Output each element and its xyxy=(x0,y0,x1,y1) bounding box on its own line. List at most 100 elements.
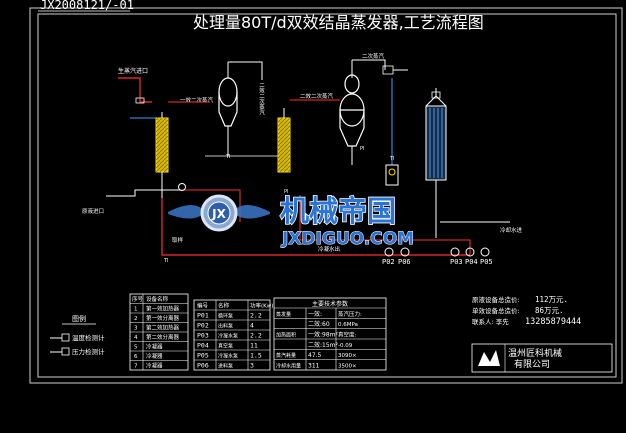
pump-p04-label: P04 xyxy=(465,258,478,266)
table-cell: 冷凝器 xyxy=(146,352,163,360)
summary-value: 86万元. xyxy=(535,306,564,315)
effect2-vapor-label: 二效二次蒸汽 xyxy=(258,82,265,115)
table-cell: 1 xyxy=(134,307,138,313)
steam-in-label: 生蒸汽进口 xyxy=(118,67,148,75)
watermark-bottom: JXDIGUO.COM xyxy=(281,229,414,249)
pump-p06-icon xyxy=(400,247,410,257)
table-cell: 47.5 xyxy=(308,352,322,359)
table-cell: 真空泵 xyxy=(218,343,233,350)
svg-text:TI: TI xyxy=(389,156,395,162)
equipment-table-header: 序号 xyxy=(132,295,144,303)
effect2-crystallizer xyxy=(339,109,365,147)
summary-value: 13285879444 xyxy=(525,317,581,327)
table-cell: 11 xyxy=(250,342,258,350)
legend: 图例 温度检测计 压力检测计 xyxy=(50,314,105,356)
company-sub: 有限公司 xyxy=(514,358,550,370)
condensate-tank xyxy=(385,164,399,186)
table-cell: 一效: xyxy=(308,310,322,318)
feed-in-label: 原液进口 xyxy=(82,207,104,215)
table-cell: 3500× xyxy=(338,364,357,370)
pump-table-header: 功率(Kw) xyxy=(250,302,273,310)
table-cell: 蒸汽耗量 xyxy=(276,352,296,359)
table-cell: 5 xyxy=(134,345,138,351)
cond-out-label: 冷凝水出 xyxy=(318,245,340,253)
table-cell: 加热面积 xyxy=(276,332,296,339)
table-cell: 出料泵 xyxy=(218,323,233,330)
summary-value: 112万元. xyxy=(535,295,568,304)
table-cell: 第二效加热器 xyxy=(146,324,180,332)
equipment-table-header: 设备名称 xyxy=(146,295,169,303)
svg-text:PI: PI xyxy=(360,146,365,152)
table-cell: 4 xyxy=(134,335,138,341)
legend-item-temp: 温度检测计 xyxy=(72,333,105,342)
table-cell: 冷却水用量 xyxy=(276,363,301,370)
pump-p06-label: P06 xyxy=(398,258,411,266)
spec-table-title: 主要技术参数 xyxy=(312,300,348,308)
table-cell: -0.09 xyxy=(338,343,353,349)
table-cell: 冷凝水泵 xyxy=(218,353,238,360)
table-cell: 蒸发量 xyxy=(276,311,291,318)
table-cell: 2.2 xyxy=(250,332,262,340)
pump-p05-icon xyxy=(480,247,490,257)
sample-label: 取样 xyxy=(172,236,184,244)
table-cell: 311 xyxy=(308,363,320,370)
table-cell: 6 xyxy=(134,354,138,360)
table-cell: 3090× xyxy=(338,353,357,359)
pump-table-header: 编号 xyxy=(197,302,209,310)
company-name: 温州匠科机械 xyxy=(508,347,562,359)
pump-p05-label: P05 xyxy=(480,258,493,266)
effect1-separator xyxy=(218,77,238,107)
effect2-separator-top xyxy=(344,74,360,94)
table-cell: 0.6MPa xyxy=(338,322,358,328)
pump-p03-label: P03 xyxy=(450,258,463,266)
table-cell: 7 xyxy=(134,364,138,370)
drawing-frame xyxy=(29,7,623,384)
pump-p03-icon xyxy=(450,247,460,257)
table-cell: 2.2 xyxy=(250,312,262,320)
steam-pipe xyxy=(118,77,152,103)
return-pipe xyxy=(161,198,470,256)
pump-p04-icon xyxy=(465,247,475,257)
legend-title: 图例 xyxy=(72,314,86,323)
vac-top-label: 二次蒸汽 xyxy=(362,52,385,60)
drawing-title: 处理量80T/d双效结晶蒸发器,工艺流程图 xyxy=(193,13,484,32)
company-logo-icon xyxy=(478,350,500,366)
table-cell: 第二效分离器 xyxy=(146,333,180,341)
table-cell: 3 xyxy=(250,362,254,370)
feed-pipe xyxy=(106,189,180,197)
pressure-gauge-icon xyxy=(61,347,70,356)
table-cell: 蒸汽压力: xyxy=(338,310,362,318)
table-cell: 二效:60 xyxy=(308,320,330,328)
table-cell: 二效:15m² xyxy=(308,341,339,349)
drawing-number: JX2008121/-01 xyxy=(40,0,134,12)
company-block: 温州匠科机械 有限公司 xyxy=(471,343,613,373)
table-cell: 一效:98m² xyxy=(308,331,339,339)
table-cell: 1.5 xyxy=(250,352,262,360)
table-cell: 第一效加热器 xyxy=(146,305,180,313)
table-cell: 进料泵 xyxy=(218,363,233,370)
surface-condenser xyxy=(425,105,447,181)
table-cell: 3 xyxy=(134,326,138,332)
table-cell: 第一效分离器 xyxy=(146,314,180,322)
pump-p02-icon xyxy=(384,247,394,257)
effect2-vapor-text: 二效二次蒸汽 xyxy=(300,92,334,100)
table-cell: 冷凝器 xyxy=(146,362,163,370)
svg-text:PI: PI xyxy=(284,189,289,195)
watermark: JX 机械帝国 JXDIGUO.COM xyxy=(168,193,415,250)
table-cell: P06 xyxy=(197,362,209,370)
watermark-badge: JX xyxy=(211,207,226,221)
cool-water-label: 冷却水进 xyxy=(500,226,523,234)
summary-label: 联系人: 李先 xyxy=(472,317,509,326)
table-cell: 冷凝水泵 xyxy=(218,333,238,340)
svg-text:TI: TI xyxy=(225,154,231,160)
table-cell: P02 xyxy=(197,322,209,330)
table-cell: 循环泵 xyxy=(218,313,233,320)
svg-text:TI: TI xyxy=(163,258,169,264)
drawing-inner-frame xyxy=(37,13,617,378)
table-cell: P03 xyxy=(197,332,209,340)
